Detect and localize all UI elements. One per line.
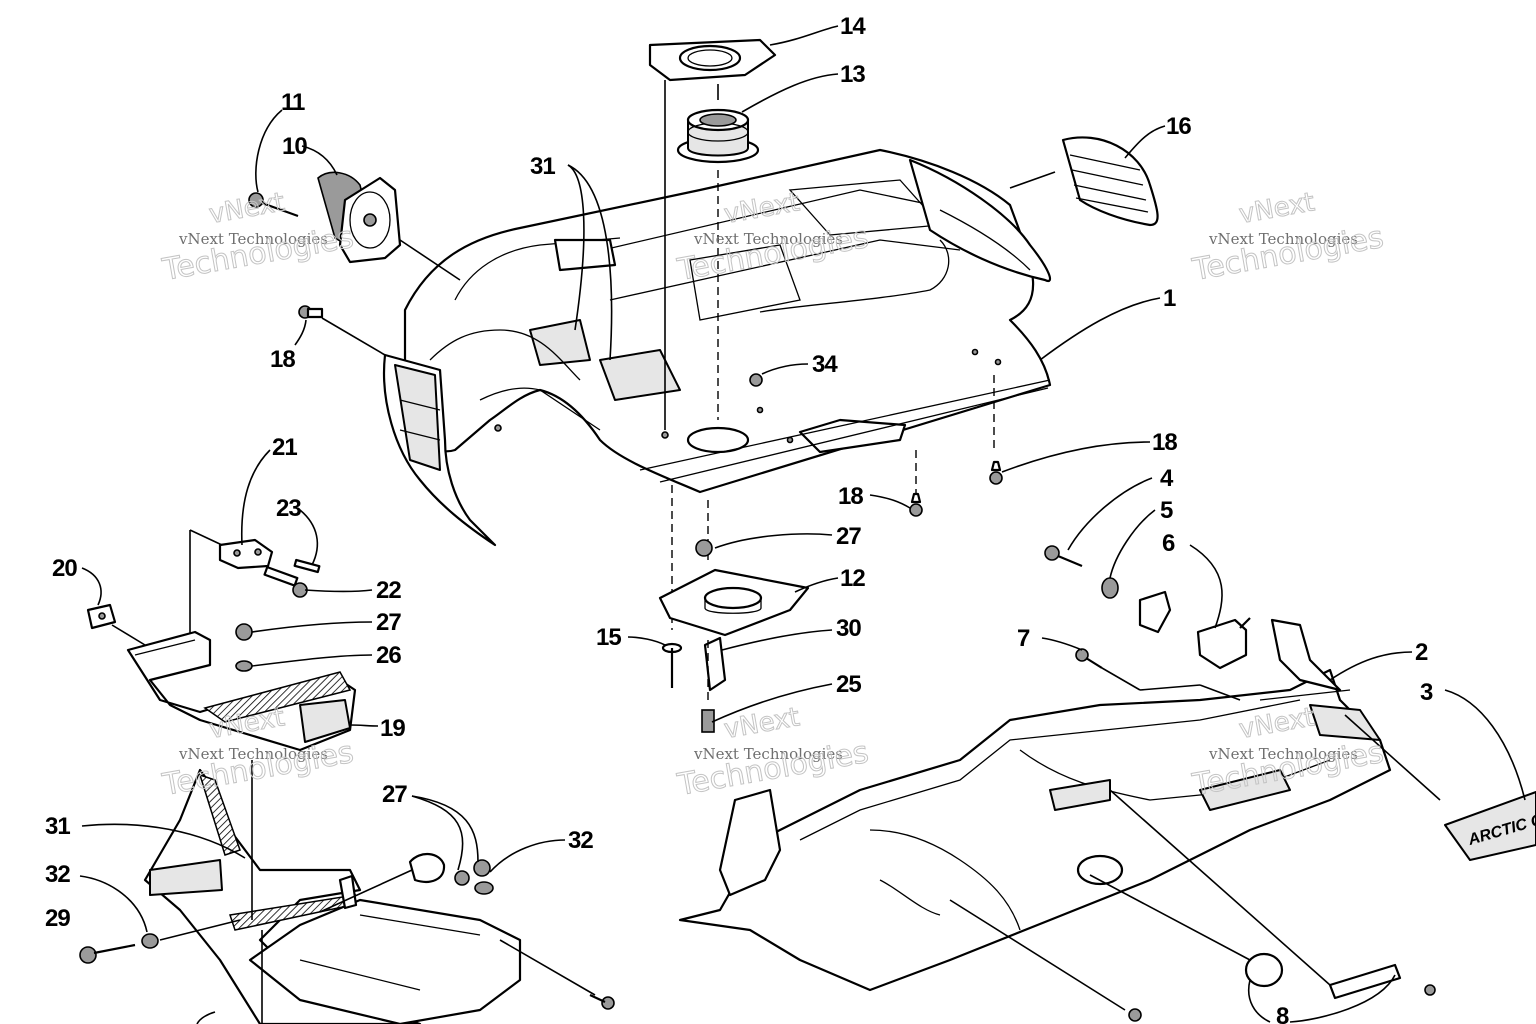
callout-14: 14 [840, 13, 866, 40]
callout-20: 20 [52, 555, 77, 582]
watermark-top-right: vNext vNext Technologies Technologies [1189, 187, 1387, 289]
bolt-22 [263, 566, 308, 598]
callout-30: 30 [836, 615, 861, 642]
leader-lines [79, 25, 1526, 1024]
watermark-text: vNext Technologies [178, 230, 328, 248]
nut-32-right [473, 859, 494, 895]
vent-16 [1061, 136, 1159, 227]
callout-31-lower: 31 [45, 813, 70, 840]
watermark-bottom-center: vNext vNext Technologies Technologies [674, 702, 872, 804]
screw-18-right [989, 460, 1003, 485]
bracket-30 [703, 636, 727, 692]
screw-18-left [298, 305, 324, 319]
mount-plate-14 [648, 38, 777, 82]
callout-16: 16 [1166, 113, 1191, 140]
bracket-6-plate [1138, 590, 1172, 634]
watermark-mark: vNext [1237, 187, 1317, 230]
callout-34: 34 [812, 351, 838, 378]
callout-21: 21 [272, 434, 297, 461]
belly-pan-side-flap [383, 353, 497, 547]
watermark-mark: vNext [722, 702, 802, 745]
callout-13: 13 [840, 61, 865, 88]
callout-32-left: 32 [45, 861, 70, 888]
washer-5 [1101, 577, 1119, 599]
rivet-15 [661, 642, 683, 688]
callout-32-right: 32 [568, 827, 593, 854]
clip-20 [86, 603, 117, 630]
bolt-11 [248, 192, 299, 218]
bolt-29 [79, 943, 136, 964]
callout-10: 10 [282, 133, 307, 160]
mount-plate-12 [658, 568, 810, 637]
callout-18-center: 18 [838, 483, 863, 510]
screw-7 [1075, 648, 1103, 669]
callout-26: 26 [376, 642, 401, 669]
watermark-mark: vNext [207, 187, 287, 230]
callout-22: 22 [376, 577, 401, 604]
callout-1: 1 [1163, 285, 1176, 312]
washer-26 [235, 660, 253, 672]
bracket-6 [1196, 617, 1251, 670]
bolt-4 [1044, 545, 1083, 568]
bumper-19 [126, 630, 357, 752]
callout-7: 7 [1017, 625, 1030, 652]
callout-25: 25 [836, 671, 861, 698]
callout-15: 15 [596, 624, 621, 651]
screw-18-center [909, 492, 923, 517]
watermark-text: vNext Technologies [1208, 745, 1358, 763]
callout-5: 5 [1160, 497, 1173, 524]
decal-3: ARCTIC CA [1444, 791, 1536, 861]
watermark-text: vNext Technologies [178, 745, 328, 763]
callout-18-right: 18 [1152, 429, 1177, 456]
screw-8 [1128, 984, 1436, 1022]
screw-23 [293, 558, 321, 574]
belly-pan-upper [403, 148, 1052, 494]
callout-12: 12 [840, 565, 865, 592]
callout-11: 11 [281, 89, 305, 116]
callout-23: 23 [276, 495, 301, 522]
callout-18-left: 18 [270, 346, 295, 373]
callout-8: 8 [1276, 1003, 1289, 1024]
callout-labels: 14 13 11 10 31 16 1 18 34 18 18 21 23 4 … [45, 13, 1434, 1024]
plug-8 [1244, 952, 1284, 988]
housing-10 [317, 171, 402, 264]
watermark-text: vNext Technologies [693, 230, 843, 248]
callout-6: 6 [1162, 530, 1175, 557]
callout-29: 29 [45, 905, 70, 932]
nut-27-left [235, 623, 253, 641]
callout-31-top: 31 [530, 153, 555, 180]
callout-27-center: 27 [836, 523, 861, 550]
washer-32-left [141, 933, 159, 949]
grommet-13 [676, 108, 760, 164]
callout-19: 19 [380, 715, 405, 742]
watermark-text: vNext Technologies [693, 745, 843, 763]
watermark-text: vNext Technologies [1208, 230, 1358, 248]
nut-27-center [695, 539, 713, 557]
callout-3: 3 [1420, 679, 1433, 706]
nut-34 [749, 373, 763, 387]
callout-4: 4 [1160, 465, 1174, 492]
bracket-21 [218, 538, 274, 570]
belly-pan-lower-right [678, 618, 1392, 992]
callout-27-lower: 27 [382, 781, 407, 808]
callout-27-left: 27 [376, 609, 401, 636]
plate-8 [1328, 963, 1402, 1000]
bolt-25 [701, 709, 715, 733]
bolt-lower-left [589, 994, 615, 1010]
bracket-27-lower [408, 853, 470, 886]
lower-left-pan [143, 768, 522, 1024]
callout-2: 2 [1415, 639, 1428, 666]
